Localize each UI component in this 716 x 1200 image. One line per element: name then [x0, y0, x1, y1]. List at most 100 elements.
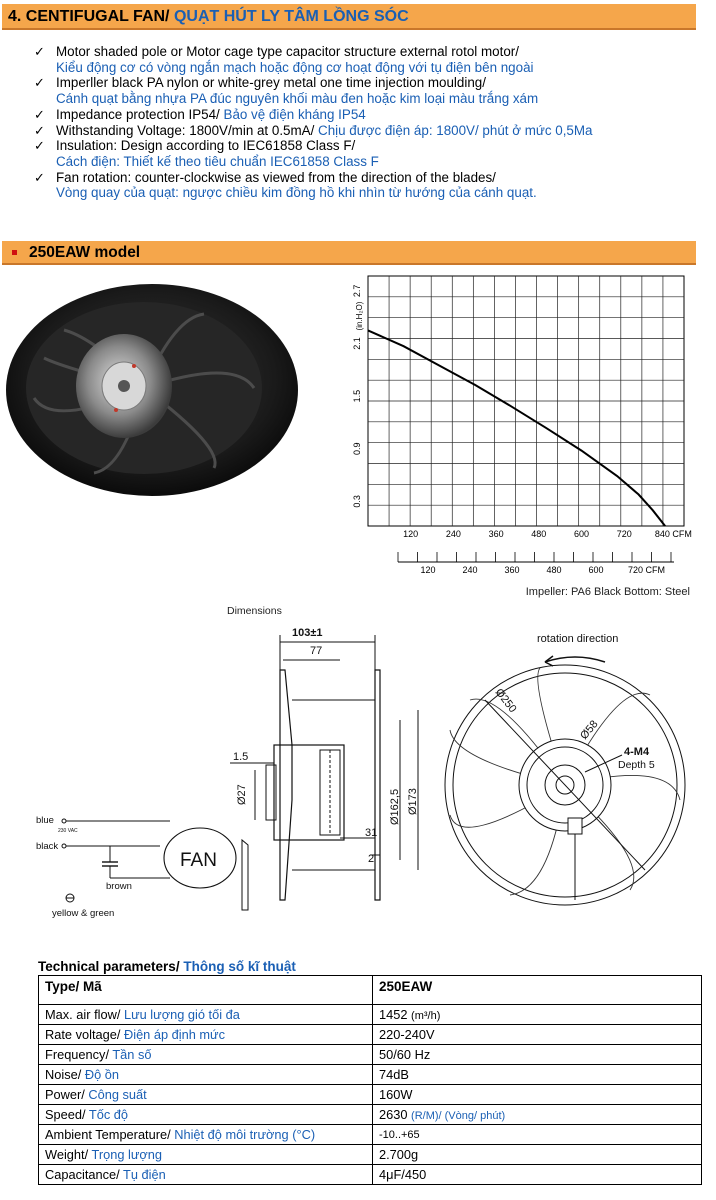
rotation-label: rotation direction: [537, 633, 618, 645]
feature-item: ✓ Motor shaded pole or Motor cage type c…: [34, 44, 694, 75]
feature-item: ✓ Withstanding Voltage: 1800V/min at 0.5…: [34, 123, 694, 139]
mount-depth: Depth 5: [618, 759, 655, 771]
wire-brown: brown: [106, 881, 132, 892]
dimensions-title: Dimensions: [227, 605, 282, 617]
dim-103: 103±1: [292, 627, 323, 639]
param-en: Speed/: [45, 1107, 86, 1122]
feature-vi: Cánh quạt bằng nhựa PA đúc nguyên khối m…: [56, 91, 539, 107]
param-unit: (m³/h): [411, 1010, 441, 1022]
chart-x-tick-label-secondary: 720 CFM: [628, 565, 665, 575]
param-vi: Điện áp định mức: [123, 1027, 226, 1042]
table-row: Speed/ Tốc độ 2630 (R/M)/ (Vòng/ phút): [38, 1104, 702, 1125]
table-header-row: Type/ Mã 250EAW: [38, 975, 702, 1005]
feature-item: ✓ Insulation: Design according to IEC618…: [34, 138, 694, 169]
feature-en: Impedance protection IP54/: [56, 106, 220, 122]
param-vi: Lưu lượng gió tối đa: [123, 1007, 240, 1022]
header-model: 250EAW: [372, 975, 702, 1005]
check-icon: ✓: [34, 169, 45, 185]
chart-x-tick-label-secondary: 360: [504, 565, 519, 575]
param-en: Frequency/: [45, 1047, 110, 1062]
param-en: Power/: [45, 1087, 85, 1102]
section-number: 4.: [8, 8, 22, 25]
chart-y-tick-label: 1.5: [352, 390, 362, 403]
feature-vi: Bảo vệ điện kháng IP54: [223, 106, 366, 122]
chart-y-tick-label: 0.3: [352, 495, 362, 508]
tech-title: Technical parameters/ Thông số kĩ thuật: [38, 959, 296, 974]
chart-x-tick-label: 720: [617, 529, 632, 539]
feature-en: Withstanding Voltage: 1800V/min at 0.5mA…: [56, 122, 315, 138]
chart-series-line: [367, 329, 666, 527]
param-unit: (R/M)/ (Vòng/ phút): [411, 1110, 506, 1122]
wiring-diagram: blue 230 VAC black FAN brown yellow & gr…: [36, 815, 237, 919]
feature-vi: Kiểu động cơ có vòng ngắn mạch hoặc động…: [56, 59, 534, 75]
dimension-drawings: Dimensions 103±1 77 1.5 Ø27 Ø162,5 Ø173 …: [36, 605, 686, 919]
model-header: 250EAW model: [2, 241, 696, 265]
param-vi: Trọng lượng: [91, 1147, 163, 1162]
wire-vac: 230 VAC: [58, 828, 78, 834]
table-row: Ambient Temperature/ Nhiệt độ môi trường…: [38, 1124, 702, 1145]
table-row: Max. air flow/ Lưu lượng gió tối đa 1452…: [38, 1004, 702, 1025]
fan-dot: [114, 408, 118, 412]
dim-27: Ø27: [236, 784, 248, 805]
mount-holes: 4-M4: [624, 746, 650, 758]
table-row: Frequency/ Tần số 50/60 Hz: [38, 1044, 702, 1065]
section-header: 4. CENTIFUGAL FAN/ QUẠT HÚT LY TÂM LỒNG …: [2, 4, 696, 30]
table-row: Capacitance/ Tụ điện 4μF/450: [38, 1164, 702, 1185]
chart-grid: [367, 275, 685, 527]
param-vi: Tụ điện: [123, 1167, 166, 1182]
table-row: Rate voltage/ Điện áp định mức 220-240V: [38, 1024, 702, 1045]
check-icon: ✓: [34, 106, 45, 122]
chart-y-tick-label: 0.9: [352, 443, 362, 456]
table-row: Power/ Công suất 160W: [38, 1084, 702, 1105]
param-value: 4μF/450: [379, 1167, 427, 1182]
wire-ground: yellow & green: [52, 908, 114, 919]
feature-list: ✓ Motor shaded pole or Motor cage type c…: [34, 44, 694, 201]
chart-x-tick-label: 480: [531, 529, 546, 539]
check-icon: ✓: [34, 44, 45, 59]
chart-y-tick-label: 2.7: [352, 285, 362, 298]
wire-blue: blue: [36, 815, 54, 826]
feature-item: ✓ Impedance protection IP54/ Bảo vệ điện…: [34, 107, 694, 123]
chart-ylabel: (in.H₂O): [355, 301, 364, 330]
param-value: 50/60 Hz: [379, 1047, 431, 1062]
param-en: Ambient Temperature/: [45, 1127, 171, 1142]
check-icon: ✓: [34, 122, 45, 138]
chart-x-tick-label: 120: [403, 529, 418, 539]
dim-173: Ø173: [407, 788, 419, 815]
front-view: rotation direction Ø250 Ø58 4-M4 Depth 5: [444, 633, 686, 906]
chart-x-tick-label-secondary: 240: [462, 565, 477, 575]
chart-x-tick-label-secondary: 480: [546, 565, 561, 575]
chart-y-ticks: 0.3 0.9 1.5 2.1 2.7: [352, 285, 362, 508]
chart-note: Impeller: PA6 Black Bottom: Steel: [526, 586, 690, 598]
param-vi: Công suất: [88, 1087, 147, 1102]
param-vi: Tốc độ: [88, 1107, 129, 1122]
param-en: Max. air flow/: [45, 1007, 121, 1022]
fan-photo: [6, 284, 298, 496]
param-value: 2630: [379, 1107, 408, 1122]
model-name: 250EAW model: [29, 244, 141, 261]
param-en: Noise/: [45, 1067, 82, 1082]
param-value: 2.700g: [379, 1147, 419, 1162]
dim-1-5: 1.5: [233, 751, 248, 763]
header-type: Type/ Mã: [38, 975, 373, 1005]
param-value: 220-240V: [379, 1027, 435, 1042]
section-title-vi: QUẠT HÚT LY TÂM LỒNG SÓC: [173, 8, 409, 25]
section-title-en: CENTIFUGAL FAN/: [25, 8, 170, 25]
dim-77: 77: [310, 645, 322, 657]
rotation-arrow-icon: [544, 656, 606, 663]
feature-en: Insulation: Design according to IEC61858…: [56, 138, 356, 154]
dim-31: 31: [365, 827, 377, 839]
chart-x-tick-label-secondary: 120: [420, 565, 435, 575]
chart-y-tick-label: 2.1: [352, 337, 362, 350]
table-row: Weight/ Trọng lượng 2.700g: [38, 1144, 702, 1165]
dim-250: Ø250: [493, 686, 519, 715]
bullet-square-icon: [12, 250, 17, 256]
feature-en: Motor shaded pole or Motor cage type cap…: [56, 44, 519, 59]
param-value: -10..+65: [379, 1128, 420, 1141]
table-row: Noise/ Độ ồn 74dB: [38, 1064, 702, 1085]
feature-item: ✓ Imperller black PA nylon or white-grey…: [34, 75, 694, 106]
param-value: 1452: [379, 1007, 408, 1022]
tech-title-en: Technical parameters/: [38, 959, 180, 974]
